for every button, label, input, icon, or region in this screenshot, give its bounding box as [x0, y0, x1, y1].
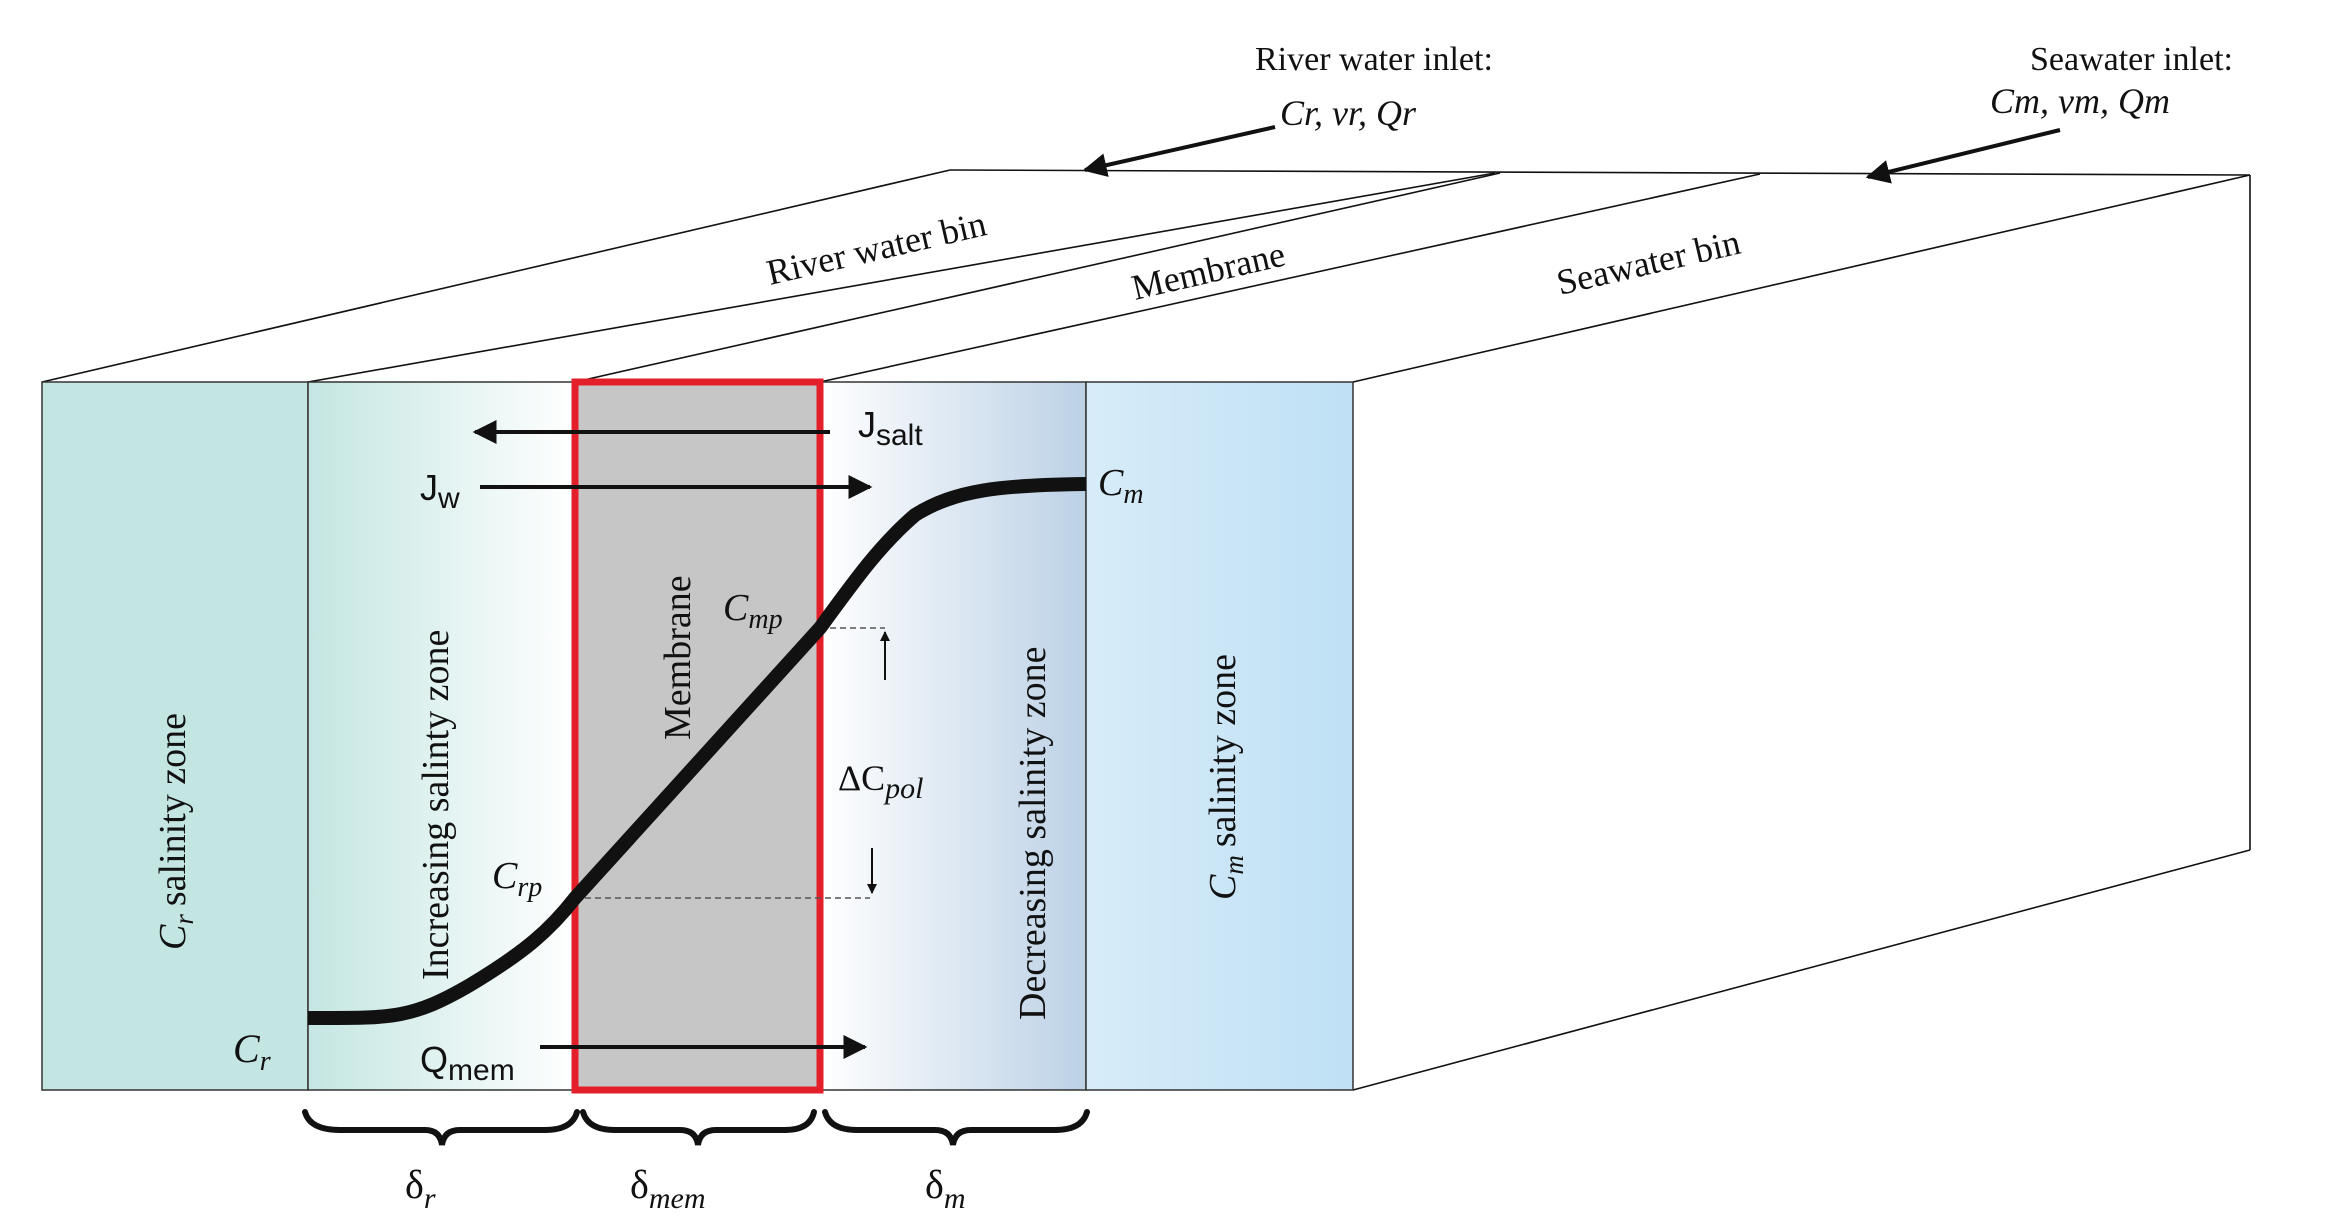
- river-inlet-arrow: [1082, 125, 1276, 177]
- cr-symbol-sub: r: [260, 1046, 271, 1077]
- increasing-zone-label: Increasing salinty zone: [415, 630, 457, 980]
- delta-m-sub: m: [944, 1182, 966, 1215]
- cm-zone-symbol: C: [1202, 874, 1244, 900]
- box-right-depth-edge: [1352, 174, 2251, 383]
- polarization-sub: pol: [883, 772, 923, 805]
- polarization-dc: ΔC: [838, 758, 885, 798]
- delta-m-label: δm: [925, 1162, 966, 1215]
- delta-r-sub: r: [424, 1182, 436, 1215]
- polarization-guides: [575, 627, 885, 899]
- water-flux-j: J: [420, 467, 438, 508]
- river-water-bin-label: River water bin: [763, 203, 990, 292]
- cmp-symbol-sub: mp: [748, 604, 782, 635]
- box-bottom-depth-edge: [1352, 849, 2251, 1091]
- salt-flux-sub: salt: [876, 419, 923, 452]
- inlet-arrows: [1082, 125, 2061, 184]
- cm-symbol: Cm: [1098, 462, 1144, 510]
- delta-mem-symbol: δ: [630, 1162, 649, 1207]
- river-bin-divider-edge: [307, 172, 1496, 383]
- membrane-flow-q: Q: [420, 1039, 448, 1080]
- box-outline: [41, 169, 2251, 1091]
- delta-mem-label: δmem: [630, 1162, 706, 1215]
- salt-flux-j: J: [858, 404, 876, 445]
- increasing-salinity-zone: [307, 381, 576, 1091]
- delta-m-symbol: δ: [925, 1162, 944, 1207]
- membrane-flow-label: Qmem: [420, 1039, 515, 1087]
- water-flux-sub: w: [437, 482, 460, 515]
- crp-symbol-c: C: [492, 855, 518, 897]
- delta-r-brace: [302, 1109, 580, 1146]
- membrane-zone: [571, 378, 824, 1094]
- cm-zone-subscript: m: [1219, 855, 1249, 875]
- cr-zone-text: salinity zone: [152, 713, 194, 906]
- cm-salinity-zone: [1085, 381, 1354, 1091]
- delta-r-symbol: δ: [405, 1162, 424, 1207]
- seawater-bin-label: Seawater bin: [1553, 222, 1744, 303]
- cr-symbol: Cr: [233, 1026, 271, 1077]
- delta-m-brace: [822, 1109, 1090, 1146]
- flux-arrows: [472, 420, 890, 1059]
- membrane-left-divider-edge: [574, 172, 1501, 383]
- sea-inlet-title: Seawater inlet:: [2030, 41, 2233, 78]
- delta-mem-brace: [580, 1109, 817, 1146]
- crp-symbol: Crp: [492, 855, 542, 903]
- membrane-zone-label: Membrane: [657, 575, 699, 740]
- cm-symbol-sub: m: [1123, 479, 1143, 510]
- box-left-depth-edge: [41, 169, 951, 383]
- cm-zone-label: Cm salinity zone: [1202, 654, 1249, 900]
- concentration-profile-curve: [307, 477, 1087, 1026]
- cr-zone-subscript: r: [169, 914, 199, 925]
- river-inlet-variables: Cr, vr, Qr: [1280, 93, 1417, 133]
- thickness-braces: [302, 1109, 1090, 1146]
- delta-mem-sub: mem: [649, 1182, 706, 1215]
- delta-r-label: δr: [405, 1162, 436, 1215]
- cr-salinity-zone: [41, 381, 309, 1091]
- box-top-back-edge: [949, 169, 2251, 176]
- cr-zone-label: Cr salinity zone: [152, 713, 199, 950]
- crp-symbol-sub: rp: [517, 872, 542, 903]
- river-inlet-title: River water inlet:: [1255, 41, 1493, 78]
- membrane-flow-sub: mem: [448, 1054, 515, 1087]
- cmp-symbol-c: C: [723, 587, 749, 629]
- cr-symbol-c: C: [233, 1026, 261, 1071]
- cm-symbol-c: C: [1098, 462, 1124, 504]
- sea-inlet-arrow: [1865, 128, 2061, 184]
- front-face: [41, 378, 1354, 1094]
- water-flux-label: Jw: [420, 467, 460, 515]
- cmp-symbol: Cmp: [723, 587, 783, 635]
- sea-inlet-variables: Cm, vm, Qm: [1990, 81, 2170, 121]
- membrane-right-divider-edge: [819, 173, 1761, 383]
- decreasing-zone-label: Decreasing salinity zone: [1012, 646, 1054, 1020]
- cm-zone-text: salinity zone: [1202, 654, 1244, 847]
- salt-flux-label: Jsalt: [858, 404, 923, 452]
- cr-zone-symbol: C: [152, 924, 194, 950]
- polarization-label: ΔCpol: [838, 758, 924, 805]
